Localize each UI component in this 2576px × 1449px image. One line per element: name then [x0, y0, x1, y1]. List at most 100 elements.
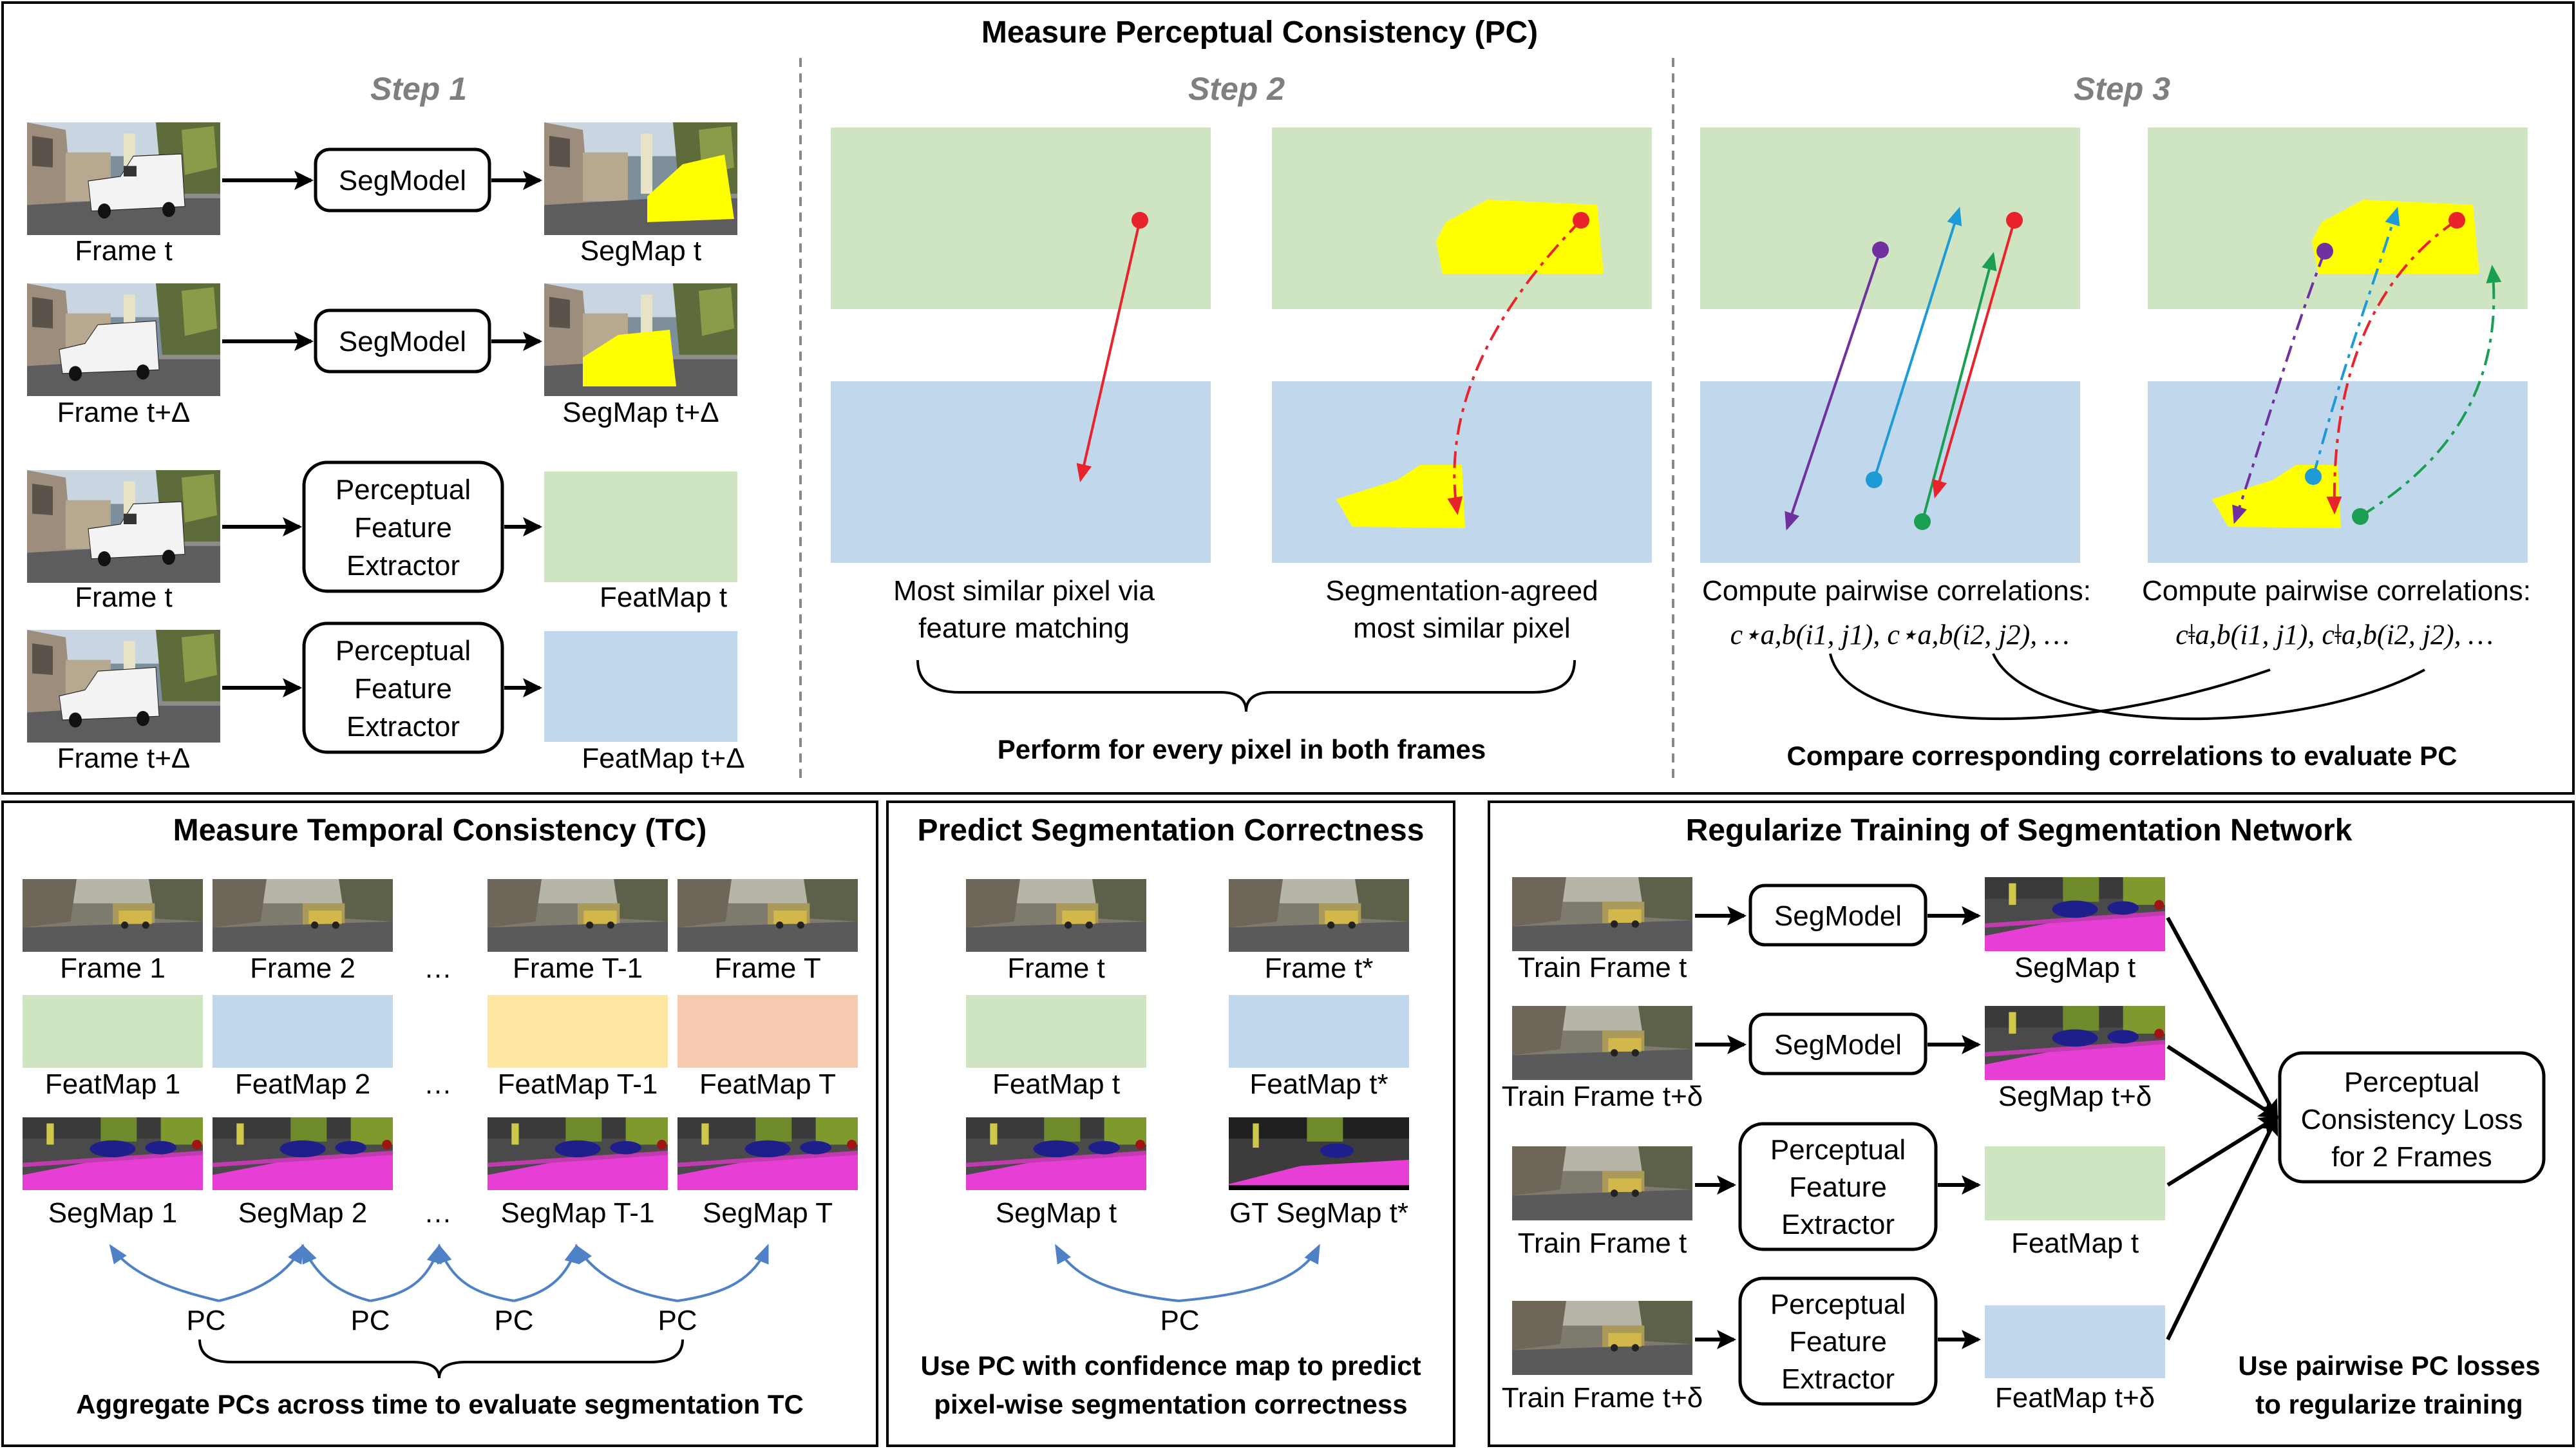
extractor-line: Perceptual [336, 635, 471, 667]
frame-thumb [677, 879, 858, 952]
psc-title: Predict Segmentation Correctness [918, 813, 1425, 848]
reg-panel [1488, 800, 2575, 1447]
match-arrow-red [1076, 220, 1141, 482]
extractor-line: Feature [1789, 1171, 1887, 1203]
psc-panel [886, 800, 1455, 1447]
frame-thumb [1512, 877, 1692, 951]
psc-footer: Use PC with confidence map to predict [920, 1350, 1421, 1381]
segmap-thumb [488, 1117, 668, 1190]
featmap-t-label: FeatMap t [600, 582, 727, 613]
gt-segmap-thumb [1229, 1117, 1409, 1190]
segmodel-label: SegModel [1774, 1029, 1902, 1061]
tc-frame-label: Frame 2 [250, 952, 355, 984]
ellipsis: … [424, 1197, 452, 1229]
reg-train-frame-t-label: Train Frame t [1518, 1227, 1687, 1259]
pc-label: PC [494, 1305, 533, 1336]
extractor-line: Perceptual [1770, 1134, 1906, 1166]
segmodel-label: SegModel [339, 326, 466, 357]
loss-box [2278, 1051, 2546, 1184]
pc-arc [677, 1244, 769, 1302]
segmap-thumb [23, 1117, 203, 1190]
frame-thumb [23, 879, 203, 952]
psc-gt-segmap-label: GT SegMap t* [1229, 1197, 1408, 1229]
arrow [2166, 1115, 2279, 1187]
loss-line: Consistency Loss [2301, 1104, 2523, 1135]
brace [198, 1339, 684, 1379]
extractor-line: Extractor [346, 550, 460, 582]
tc-featmap-label: FeatMap 2 [235, 1068, 370, 1100]
seg-yellow-region [583, 330, 676, 386]
extractor-line: Perceptual [1770, 1289, 1906, 1320]
seg-yellow-region [2312, 200, 2479, 274]
extractor-line: Feature [354, 673, 452, 705]
step2-caption-left: feature matching [918, 612, 1130, 644]
pc-arc [370, 1244, 442, 1302]
extractor-box [302, 621, 504, 754]
segmap-thumb [213, 1117, 393, 1190]
segmap-thumb [1985, 877, 2165, 951]
ellipsis: … [424, 952, 452, 984]
agreed-arrow-cyan [2312, 207, 2400, 477]
featmap-t [544, 471, 737, 582]
tc-segmap-label: SegMap 2 [238, 1197, 368, 1229]
tc-featmap-label: FeatMap T-1 [498, 1068, 658, 1100]
frame-t-label: Frame t [75, 235, 173, 267]
step3-formula-left: c⋆a,b(i1, j1), c⋆a,b(i2, j2), … [1730, 619, 2070, 650]
match-arrow-purple [1785, 249, 1882, 531]
pixel-dot-green [1914, 513, 1931, 530]
pixel-dot-cyan [1866, 471, 1882, 488]
tc-featmap-label: FeatMap T [699, 1068, 836, 1100]
agreed-arrow-red [1447, 219, 1582, 515]
pc-arc [574, 1244, 678, 1302]
featmap-green [23, 995, 203, 1068]
frame-thumb [1512, 1006, 1692, 1080]
agreed-arrow-green [2359, 265, 2502, 518]
psc-featmap-tstar-label: FeatMap t* [1249, 1068, 1388, 1100]
reg-title: Regularize Training of Segmentation Netw… [1686, 813, 2353, 848]
reg-featmap-td-label: FeatMap t+δ [1995, 1382, 2155, 1414]
reg-footer: Use pairwise PC losses [2238, 1350, 2540, 1381]
reg-segmap-t-label: SegMap t [2014, 952, 2136, 983]
seg-yellow-region [647, 155, 734, 222]
frame-thumb [1512, 1301, 1692, 1375]
pixel-dot-red [2448, 212, 2465, 229]
tc-frame-label: Frame T [714, 952, 820, 984]
featmap-green [966, 995, 1146, 1068]
pc-arc [1055, 1244, 1179, 1302]
featmap-yellow [488, 995, 668, 1068]
loss-line: for 2 Frames [2331, 1141, 2492, 1173]
reg-footer: to regularize training [2255, 1389, 2523, 1419]
pc-label: PC [658, 1305, 697, 1336]
source-pixel-dot [1573, 212, 1589, 229]
tc-frame-label: Frame T-1 [513, 952, 643, 984]
tc-segmap-label: SegMap 1 [48, 1197, 178, 1229]
match-arrow-red [1932, 220, 2016, 498]
frame-td-label: Frame t+Δ [57, 397, 191, 428]
step3-caption-right: Compute pairwise correlations: [2142, 575, 2531, 607]
segmap-thumb [1985, 1006, 2165, 1080]
arrow [2166, 1115, 2278, 1341]
reg-train-frame-td-label: Train Frame t+δ [1502, 1382, 1703, 1414]
frame-thumb [966, 879, 1146, 952]
psc-frame-t-label: Frame t [1007, 952, 1105, 984]
tc-featmap-label: FeatMap 1 [45, 1068, 180, 1100]
segmap-td-label: SegMap t+Δ [562, 397, 719, 428]
tc-segmap-label: SegMap T [703, 1197, 833, 1229]
step2-caption-right: Segmentation-agreed [1325, 575, 1598, 607]
featmap-blue [1700, 381, 2080, 563]
step2-footer: Perform for every pixel in both frames [998, 734, 1486, 764]
step3-title: Step 3 [2074, 71, 2170, 107]
pc-label: PC [186, 1305, 225, 1336]
reg-featmap-t-label: FeatMap t [2011, 1227, 2139, 1259]
reg-train-frame-td-label: Train Frame t+δ [1502, 1081, 1703, 1112]
arrow [2166, 1045, 2279, 1119]
pc-panel [1, 1, 2575, 795]
featmap-blue [1229, 995, 1409, 1068]
extractor-line: Extractor [346, 711, 460, 743]
psc-segmap-t-label: SegMap t [996, 1197, 1117, 1229]
tc-footer: Aggregate PCs across time to evaluate se… [76, 1389, 804, 1419]
tc-frame-label: Frame 1 [60, 952, 166, 984]
match-arrow-green [1921, 252, 1997, 522]
pc-title: Measure Perceptual Consistency (PC) [981, 15, 1538, 50]
source-pixel-dot [1132, 212, 1148, 229]
